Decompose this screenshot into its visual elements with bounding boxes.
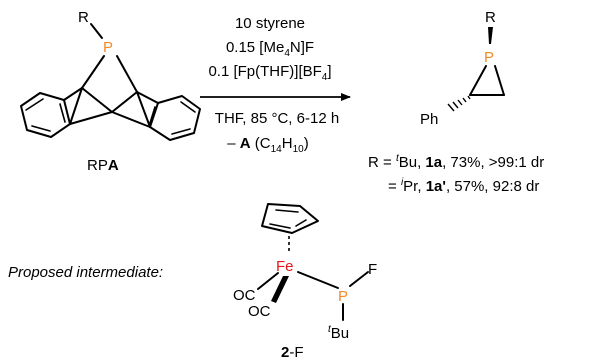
iron-label: Fe: [276, 258, 294, 275]
condition-byproduct-sub2: 10: [293, 144, 305, 155]
condition-solvent-temp: THF, 85 °C, 6-12 h: [215, 110, 339, 127]
result-ipr-name: Pr,: [403, 178, 426, 195]
condition-styrene: 10 styrene: [235, 15, 305, 32]
condition-catalyst-tail: ]: [327, 63, 331, 80]
condition-byproduct-bold: A: [240, 135, 251, 152]
condition-catalyst-main: 0.1 [Fp(THF)][BF: [208, 63, 321, 80]
condition-byproduct-h: H: [282, 135, 293, 152]
result-ipr-detail: , 57%, 92:8 dr: [446, 178, 539, 195]
intermediate-caption: Proposed intermediate:: [8, 264, 163, 281]
intermediate-tbu-label: tBu: [328, 324, 349, 342]
intermediate-label: 2-F: [281, 344, 304, 361]
product-hash-bond: [447, 95, 471, 112]
intermediate-label-bold: 2: [281, 344, 289, 361]
product-r-label: R: [485, 9, 496, 26]
reactant-label-bold: A: [108, 157, 119, 174]
carbonyl-1-label: OC: [233, 287, 256, 304]
carbonyl-2-wedge: [271, 276, 289, 303]
result-tbu-sup: t: [396, 153, 400, 164]
intermediate-tbu-sup: t: [328, 324, 332, 335]
result-tbu-name: Bu,: [399, 154, 426, 171]
result-tbu-lead: R =: [368, 154, 396, 171]
carbonyl-2-label: OC: [248, 303, 271, 320]
results: R = tBu, 1a, 73%, >99:1 dr = iPr, 1a', 5…: [368, 153, 544, 195]
result-ipr-sup: i: [401, 177, 404, 188]
condition-fluoride-tail: N]F: [290, 39, 314, 56]
product-structure: R P Ph: [420, 9, 505, 128]
cyclopentadienyl-ring: [261, 203, 319, 254]
condition-byproduct-lead: –: [227, 135, 240, 152]
result-row-tbu: R = tBu, 1a, 73%, >99:1 dr: [368, 153, 544, 171]
intermediate: Proposed intermediate: Fe P F tBu OC OC …: [8, 203, 377, 361]
result-ipr-compound: 1a': [426, 178, 446, 195]
condition-fluoride-sub: 4: [284, 48, 290, 59]
intermediate-label-tail: -F: [289, 344, 303, 361]
condition-fluoride: 0.15 [Me4N]F: [226, 39, 314, 59]
reactant-label-prefix: RP: [87, 157, 108, 174]
reactant-structure: R P RPA: [20, 9, 201, 174]
condition-byproduct: – A (C14H10): [227, 135, 308, 155]
fluorine-label: F: [368, 261, 377, 278]
product-phosphorus-label: P: [484, 49, 494, 66]
result-tbu-compound: 1a: [425, 154, 442, 171]
intermediate-phosphorus-label: P: [338, 288, 348, 305]
intermediate-tbu-main: Bu: [331, 325, 349, 342]
product-wedge-bond: [488, 27, 493, 44]
condition-byproduct-open: (C: [251, 135, 271, 152]
result-row-ipr: = iPr, 1a', 57%, 92:8 dr: [388, 177, 539, 195]
condition-catalyst-sub: 4: [322, 72, 328, 83]
reactant-r-label: R: [78, 9, 89, 26]
condition-fluoride-main: 0.15 [Me: [226, 39, 284, 56]
result-tbu-detail: , 73%, >99:1 dr: [442, 154, 544, 171]
condition-byproduct-close: ): [304, 135, 309, 152]
result-ipr-lead: =: [388, 178, 401, 195]
reaction-conditions: 10 styrene 0.15 [Me4N]F 0.1 [Fp(THF)][BF…: [200, 15, 351, 155]
reactant-phosphorus-label: P: [103, 39, 113, 56]
condition-byproduct-sub1: 14: [271, 144, 283, 155]
reactant-label: RPA: [87, 157, 119, 174]
condition-catalyst: 0.1 [Fp(THF)][BF4]: [208, 63, 331, 83]
product-phenyl-label: Ph: [420, 111, 438, 128]
